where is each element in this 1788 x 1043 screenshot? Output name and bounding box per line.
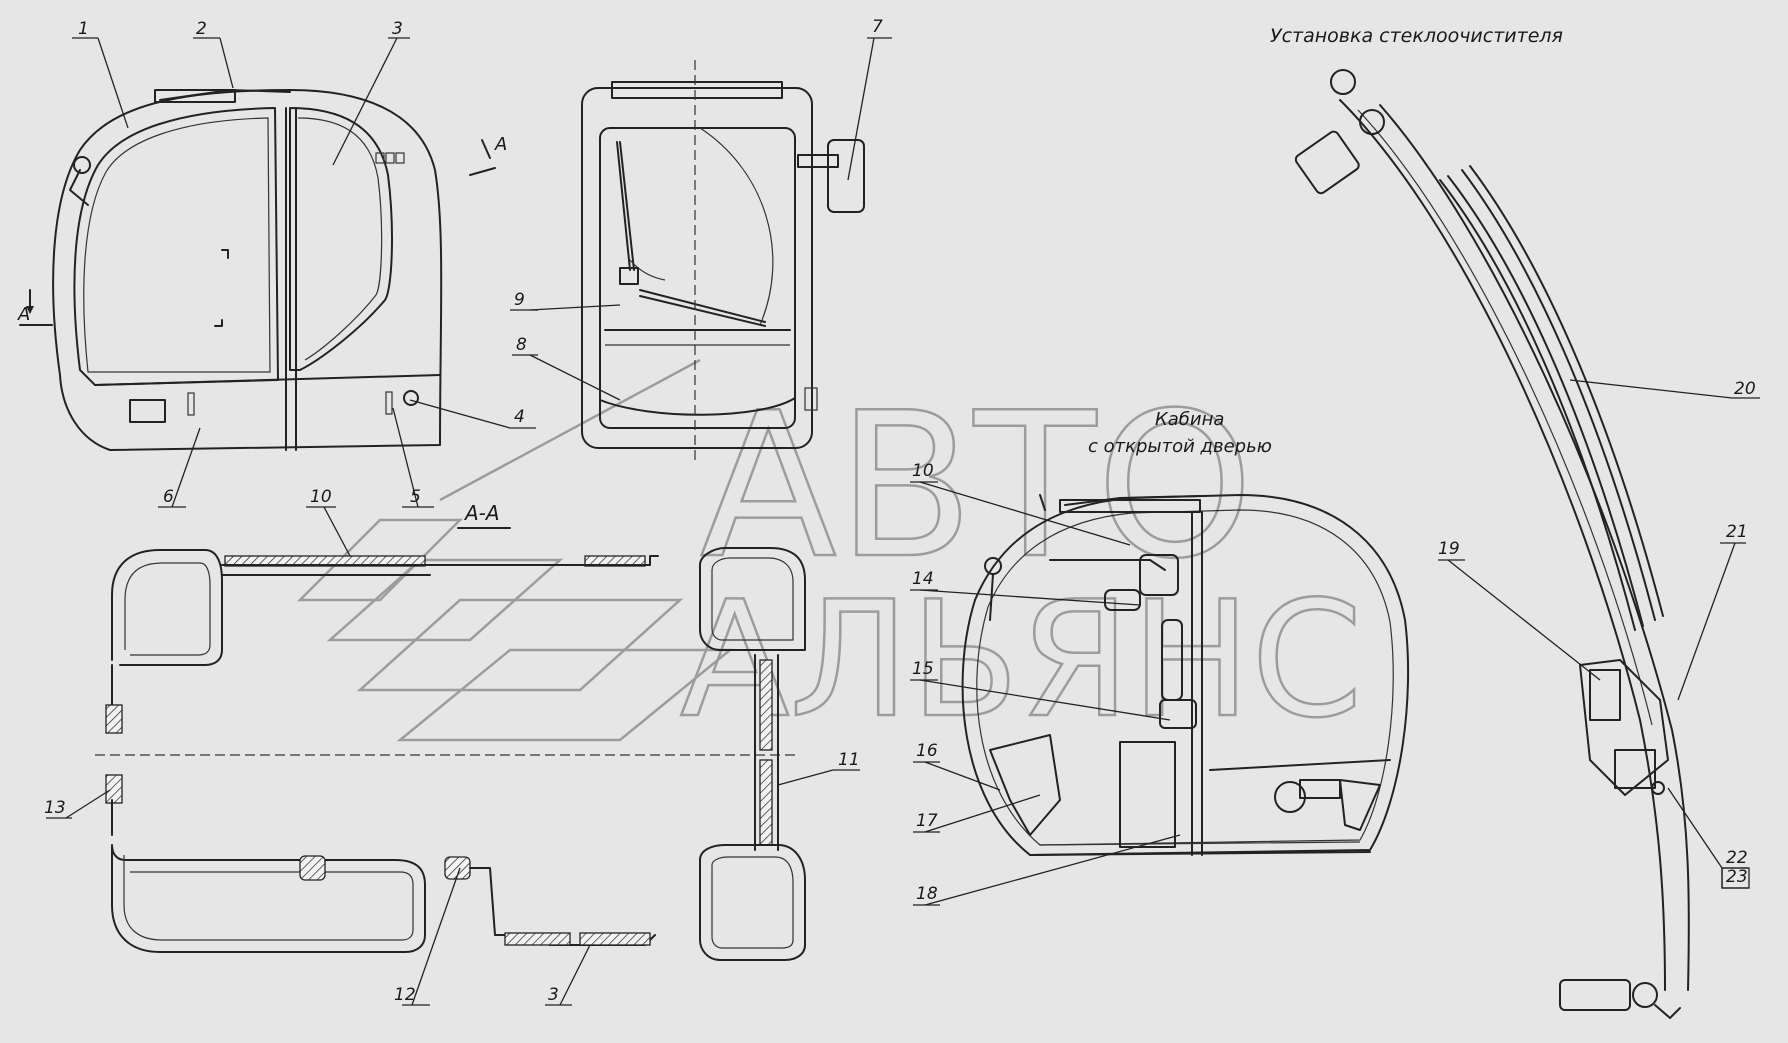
watermark-word-2: АЛЬЯНС [680, 566, 1363, 753]
watermark-word-1: АВТО [700, 370, 1254, 603]
callout-16: 16 [916, 741, 938, 761]
callout-3-section: 3 [548, 985, 559, 1005]
callout-numbers: 1 2 3 4 5 6 7 8 9 10 11 12 13 3 10 14 15… [44, 17, 1756, 1005]
callout-9: 9 [514, 290, 525, 310]
callout-23-box [1721, 867, 1750, 889]
cabin-side-view: А А [17, 89, 507, 451]
callout-22: 22 [1726, 848, 1748, 868]
callout-10-section: 10 [310, 487, 332, 507]
watermark-logo [296, 358, 734, 742]
callout-1: 1 [78, 19, 89, 39]
callout-3: 3 [392, 19, 403, 39]
callout-10-cabin: 10 [912, 461, 934, 481]
callout-2: 2 [196, 19, 207, 39]
callout-23: 23 [1726, 867, 1748, 887]
wiper-installation-view: Установка стеклоочистителя [1270, 25, 1690, 1019]
callout-20: 20 [1734, 379, 1756, 399]
cabin-open-door-view: Кабина с открытой дверью [961, 409, 1410, 856]
section-mark-a-right: А [494, 134, 507, 155]
callout-12: 12 [394, 985, 416, 1005]
callout-11: 11 [838, 750, 860, 770]
cabin-open-door-label-line2: с открытой дверью [1088, 436, 1272, 457]
section-a-a-label: А-А [463, 501, 500, 525]
callout-4: 4 [514, 407, 525, 427]
callout-19: 19 [1438, 539, 1460, 559]
callout-13: 13 [44, 798, 66, 818]
callout-7: 7 [872, 17, 883, 37]
callout-21: 21 [1726, 522, 1748, 542]
callout-15: 15 [912, 659, 934, 679]
callout-18: 18 [916, 884, 938, 904]
wiper-installation-title: Установка стеклоочистителя [1270, 25, 1563, 47]
cabin-open-door-label-line1: Кабина [1155, 409, 1224, 430]
cabin-front-view [581, 60, 865, 460]
callout-6: 6 [163, 487, 174, 507]
callout-5: 5 [410, 487, 421, 507]
section-mark-a-left: А [17, 304, 30, 325]
callout-17: 17 [916, 811, 938, 831]
callout-8: 8 [516, 335, 527, 355]
callout-14: 14 [912, 569, 934, 589]
callout-leaders [46, 37, 1760, 1006]
section-a-a: А-А [95, 501, 806, 961]
